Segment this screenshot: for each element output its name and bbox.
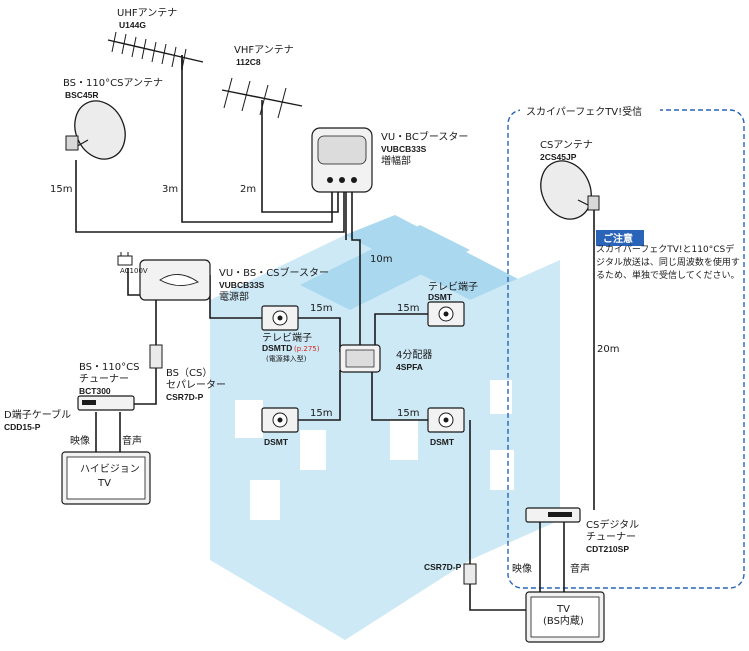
dish-antenna-icon bbox=[65, 100, 126, 160]
tv-terminal-note: (電源挿入型) bbox=[266, 354, 307, 363]
dish-antenna-icon bbox=[540, 160, 600, 220]
house-illustration bbox=[210, 215, 560, 640]
distance-3m: 3m bbox=[162, 184, 178, 195]
hivision-tv-label: ハイビジョン bbox=[80, 463, 140, 475]
ac100v-label: AC100V bbox=[120, 267, 148, 275]
tv-bs-label: TV bbox=[556, 604, 570, 615]
distance-2m: 2m bbox=[240, 184, 256, 195]
tv-icon bbox=[525, 591, 605, 643]
dsmt-top-right-model: DSMT bbox=[428, 292, 453, 302]
video-label-right: 映像 bbox=[512, 563, 532, 575]
csr7d-label: CSR7D-P bbox=[424, 562, 462, 572]
uhf-antenna-label: UHFアンテナ bbox=[117, 7, 177, 19]
tv-terminal-label: テレビ端子 bbox=[262, 331, 312, 344]
dsmt-bottom-right-model: DSMT bbox=[430, 437, 455, 447]
hivision-tv-label-2: TV bbox=[97, 478, 111, 489]
booster-amp-part: 増幅部 bbox=[381, 154, 411, 167]
cs-antenna-label: CSアンテナ bbox=[540, 139, 593, 151]
separator-model: CSR7D-P bbox=[166, 392, 204, 402]
booster-power-model: VUBCB33S bbox=[219, 280, 265, 290]
notice-title: ご注意 bbox=[603, 232, 633, 245]
tv-terminal-ref: (p.275) bbox=[294, 345, 320, 353]
yagi-antenna-icon bbox=[107, 31, 204, 70]
booster-amp-model: VUBCB33S bbox=[381, 144, 427, 154]
video-label-left: 映像 bbox=[70, 435, 90, 447]
wall-terminal-icon bbox=[427, 301, 465, 327]
tuner-icon bbox=[77, 395, 135, 411]
cs-tuner-model: CDT210SP bbox=[586, 544, 629, 554]
separator-label-2: セパレーター bbox=[166, 379, 226, 391]
skyperfect-title: スカイパーフェクTV!受信 bbox=[526, 106, 642, 118]
tuner-label: BS・110°CS bbox=[79, 362, 139, 373]
tv-terminal-r-label: テレビ端子 bbox=[428, 280, 478, 293]
wall-terminal-icon bbox=[261, 305, 299, 331]
vhf-antenna-label: VHFアンテナ bbox=[234, 44, 294, 56]
vhf-antenna-model: 112C8 bbox=[236, 57, 261, 67]
distance-15m-d: 15m bbox=[397, 408, 419, 419]
separator-icon bbox=[149, 344, 163, 369]
notice-text: スカイパーフェクTV!と110°CSデジタル放送は、同じ周波数を使用するため、単… bbox=[596, 245, 740, 281]
cs-tuner-label-2: チューナー bbox=[586, 531, 636, 543]
booster-amp-label: VU・BCブースター bbox=[381, 130, 468, 143]
audio-label-right: 音声 bbox=[570, 562, 590, 575]
dcable-label: D端子ケーブル bbox=[4, 408, 71, 421]
distance-15m-a: 15m bbox=[310, 303, 332, 314]
cable-wires bbox=[75, 55, 595, 611]
tv-bs-label-2: (BS内蔵) bbox=[543, 614, 584, 627]
bs-antenna-model: BSC45R bbox=[65, 90, 99, 100]
tuner-label-2: チューナー bbox=[79, 373, 129, 385]
tuner-icon bbox=[525, 507, 581, 523]
wall-terminal-icon bbox=[427, 407, 465, 433]
distance-bs-15m: 15m bbox=[50, 184, 72, 195]
distance-15m-b: 15m bbox=[397, 303, 419, 314]
dcable-model: CDD15-P bbox=[4, 422, 41, 432]
distance-10m: 10m bbox=[370, 254, 392, 265]
dsmt-bottom-left-model: DSMT bbox=[264, 437, 289, 447]
booster-power-label: VU・BS・CSブースター bbox=[219, 266, 329, 279]
booster-power-icon bbox=[139, 259, 211, 301]
tv-icon bbox=[61, 451, 151, 505]
booster-icon bbox=[311, 127, 373, 193]
notice-badge bbox=[596, 230, 644, 246]
cs-antenna-model: 2CS45JP bbox=[540, 152, 577, 162]
uhf-antenna-model: U144G bbox=[119, 20, 146, 30]
separator-icon bbox=[463, 563, 477, 585]
separator-label: BS（CS） bbox=[166, 367, 212, 379]
splitter-model: 4SPFA bbox=[396, 362, 423, 372]
splitter-label: 4分配器 bbox=[396, 349, 432, 361]
audio-label-left: 音声 bbox=[122, 434, 142, 447]
distance-15m-c: 15m bbox=[310, 408, 332, 419]
cs-tuner-label: CSデジタル bbox=[586, 518, 639, 531]
tuner-model: BCT300 bbox=[79, 386, 111, 396]
splitter-icon bbox=[339, 344, 381, 373]
bs-antenna-label: BS・110°CSアンテナ bbox=[63, 77, 163, 89]
distance-20m: 20m bbox=[597, 344, 619, 355]
wall-terminal-icon bbox=[261, 407, 299, 433]
yagi-antenna-icon bbox=[221, 77, 303, 119]
plug-icon bbox=[117, 252, 133, 266]
booster-power-part: 電源部 bbox=[219, 290, 249, 303]
tv-terminal-model: DSMTD bbox=[262, 343, 292, 353]
